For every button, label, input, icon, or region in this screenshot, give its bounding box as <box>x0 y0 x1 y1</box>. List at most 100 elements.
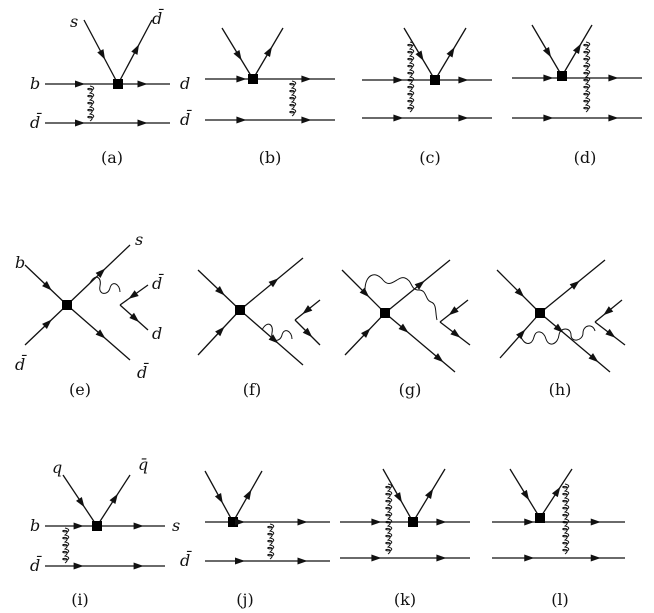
fermion-arrow <box>551 486 561 498</box>
fermion-arrow <box>129 312 140 323</box>
fermion-arrow <box>524 554 535 562</box>
diagram-b: d̄ (b) <box>180 27 335 167</box>
fermion-arrow <box>131 44 140 55</box>
fermion-arrow <box>297 518 308 526</box>
fermion-arrow <box>133 522 144 530</box>
gluon-curl <box>289 80 297 117</box>
diagram-k: (k) <box>340 468 470 609</box>
gluon <box>87 85 95 122</box>
gluon <box>267 523 275 560</box>
gluon <box>89 276 121 294</box>
label-q: q <box>52 458 62 477</box>
caption-j: (j) <box>236 590 253 609</box>
label-dbar-spectator: d̄ <box>30 111 42 132</box>
caption-f: (f) <box>243 380 261 399</box>
weak-vertex <box>228 517 238 527</box>
antiquark-line-out <box>539 312 611 373</box>
fermion-arrow <box>236 75 247 83</box>
label-qbar: q̄ <box>138 455 148 474</box>
fermion-arrow <box>235 518 245 526</box>
fermion-arrow <box>236 116 247 124</box>
fermion-arrow <box>436 554 447 562</box>
diagram-h: (h) <box>496 259 626 399</box>
label-d: d <box>180 74 190 93</box>
fermion-arrow <box>553 323 564 333</box>
fermion-arrow <box>243 489 252 501</box>
caption-h: (h) <box>549 380 572 399</box>
fermion-arrow <box>398 323 409 333</box>
fermion-arrow <box>543 74 554 82</box>
label-dbar: d̄ <box>180 108 192 129</box>
fermion-arrow <box>76 496 85 508</box>
caption-e: (e) <box>69 380 91 399</box>
fermion-arrow <box>268 334 279 344</box>
fermion-arrow <box>297 557 308 565</box>
fermion-arrow <box>263 46 273 58</box>
label-dbar: d̄ <box>152 7 164 28</box>
fermion-arrow <box>446 47 455 58</box>
fermion-arrow <box>301 75 312 83</box>
fermion-arrow <box>97 49 106 60</box>
gluon-curl <box>583 41 591 113</box>
diagram-c: (c) <box>362 27 492 167</box>
weak-vertex <box>92 521 102 531</box>
diagram-a: s d̄ b d d̄ (a) <box>30 7 190 167</box>
four-quark-vertex <box>235 305 245 315</box>
fermion-arrow <box>543 114 554 122</box>
gluon <box>519 325 596 345</box>
gluon-curl <box>385 483 393 555</box>
label-dbar: d̄ <box>180 549 192 570</box>
fermion-arrow <box>542 46 552 58</box>
label-dbar-bottom: d̄ <box>137 361 149 382</box>
four-quark-vertex <box>62 300 72 310</box>
fermion-arrow <box>233 49 242 61</box>
diagram-e: s b d̄ d d̄ d̄ (e) <box>15 230 164 399</box>
weak-vertex <box>408 517 418 527</box>
fermion-arrow <box>235 557 245 565</box>
caption-a: (a) <box>101 148 123 167</box>
fermion-arrow <box>214 492 223 504</box>
weak-vertex <box>557 71 567 81</box>
fermion-arrow <box>393 76 404 84</box>
gluon-curl <box>407 41 415 113</box>
four-quark-vertex <box>380 308 390 318</box>
gluon-curl <box>562 483 570 555</box>
fermion-arrow <box>137 80 148 88</box>
fermion-arrow <box>608 74 619 82</box>
gluon <box>289 80 297 117</box>
gluon-curl <box>267 523 275 560</box>
fermion-arrow <box>215 326 225 337</box>
label-dbar-spectator: d̄ <box>30 554 42 575</box>
caption-d: (d) <box>574 148 597 167</box>
fermion-arrow <box>524 518 535 526</box>
diagram-d: (d) <box>512 24 642 167</box>
fermion-arrow <box>371 554 382 562</box>
label-s: s <box>135 230 143 249</box>
diagram-j: d̄ (j) <box>180 470 330 609</box>
fermion-arrow <box>361 328 371 338</box>
label-b: b <box>30 74 40 93</box>
caption-g: (g) <box>399 380 422 399</box>
fermion-arrow <box>603 306 614 316</box>
diagram-l: (l) <box>492 468 625 609</box>
fermion-arrow <box>450 328 461 338</box>
caption-l: (l) <box>551 590 569 609</box>
fermion-arrow <box>608 114 619 122</box>
fermion-arrow <box>516 329 526 340</box>
fermion-arrow <box>414 280 425 290</box>
diagram-i: q q̄ b s d̄ (i) <box>30 455 180 609</box>
fermion-arrow <box>588 353 599 363</box>
fermion-arrow <box>302 305 313 315</box>
fermion-arrow <box>137 119 148 127</box>
gluon <box>583 41 591 113</box>
fermion-arrow <box>75 119 85 127</box>
label-dbar: d̄ <box>152 272 164 293</box>
gluon-curl <box>62 527 70 564</box>
fermion-arrow <box>436 518 447 526</box>
label-b: b <box>15 253 25 272</box>
fermion-arrow <box>433 353 444 363</box>
label-b: b <box>30 516 40 535</box>
fermion-arrow <box>128 290 139 299</box>
weak-vertex <box>113 79 123 89</box>
